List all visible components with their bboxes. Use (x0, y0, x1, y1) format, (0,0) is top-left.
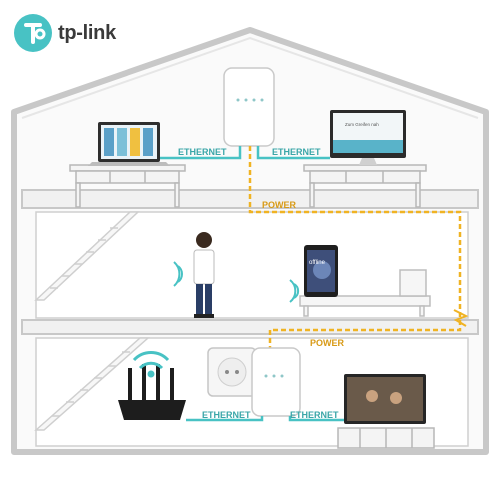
power-cable (248, 146, 462, 350)
bed (299, 269, 431, 317)
stairs-lower (34, 337, 150, 431)
ethernet-cable-top (160, 146, 330, 160)
wall-socket-icon (207, 347, 257, 397)
tv-icon (344, 374, 426, 424)
monitor-screen-text: Zum Greifen nah (345, 122, 379, 127)
ethernet-label-top-right: ETHERNET (272, 147, 321, 157)
ethernet-label-bottom-right: ETHERNET (290, 410, 339, 420)
desk-right (303, 164, 427, 208)
stairs-upper (34, 211, 140, 301)
desk-left (69, 164, 186, 208)
wifi-icon-tablet (289, 279, 300, 303)
brand-name: tp-link (58, 21, 116, 44)
monitor-icon (330, 110, 406, 165)
tp-link-logo-icon (14, 14, 52, 52)
ethernet-label-top-left: ETHERNET (178, 147, 227, 157)
ethernet-label-bottom-left: ETHERNET (202, 410, 251, 420)
tv-cabinet (337, 427, 435, 449)
powerline-adapter-bottom (251, 347, 301, 417)
power-label-top: POWER (262, 200, 297, 210)
router-icon (118, 364, 186, 420)
power-label-middle: POWER (310, 338, 345, 348)
brand-logo: tp-link (14, 14, 116, 52)
power-plug-icon (453, 309, 469, 327)
powerline-adapter-top (223, 67, 275, 147)
tablet-icon (304, 245, 338, 297)
laptop-icon (88, 122, 170, 166)
wifi-icon-router (132, 350, 170, 378)
person-figure (193, 232, 215, 318)
tablet-screen-text: offline (309, 260, 326, 266)
wifi-icon-person (173, 261, 183, 287)
